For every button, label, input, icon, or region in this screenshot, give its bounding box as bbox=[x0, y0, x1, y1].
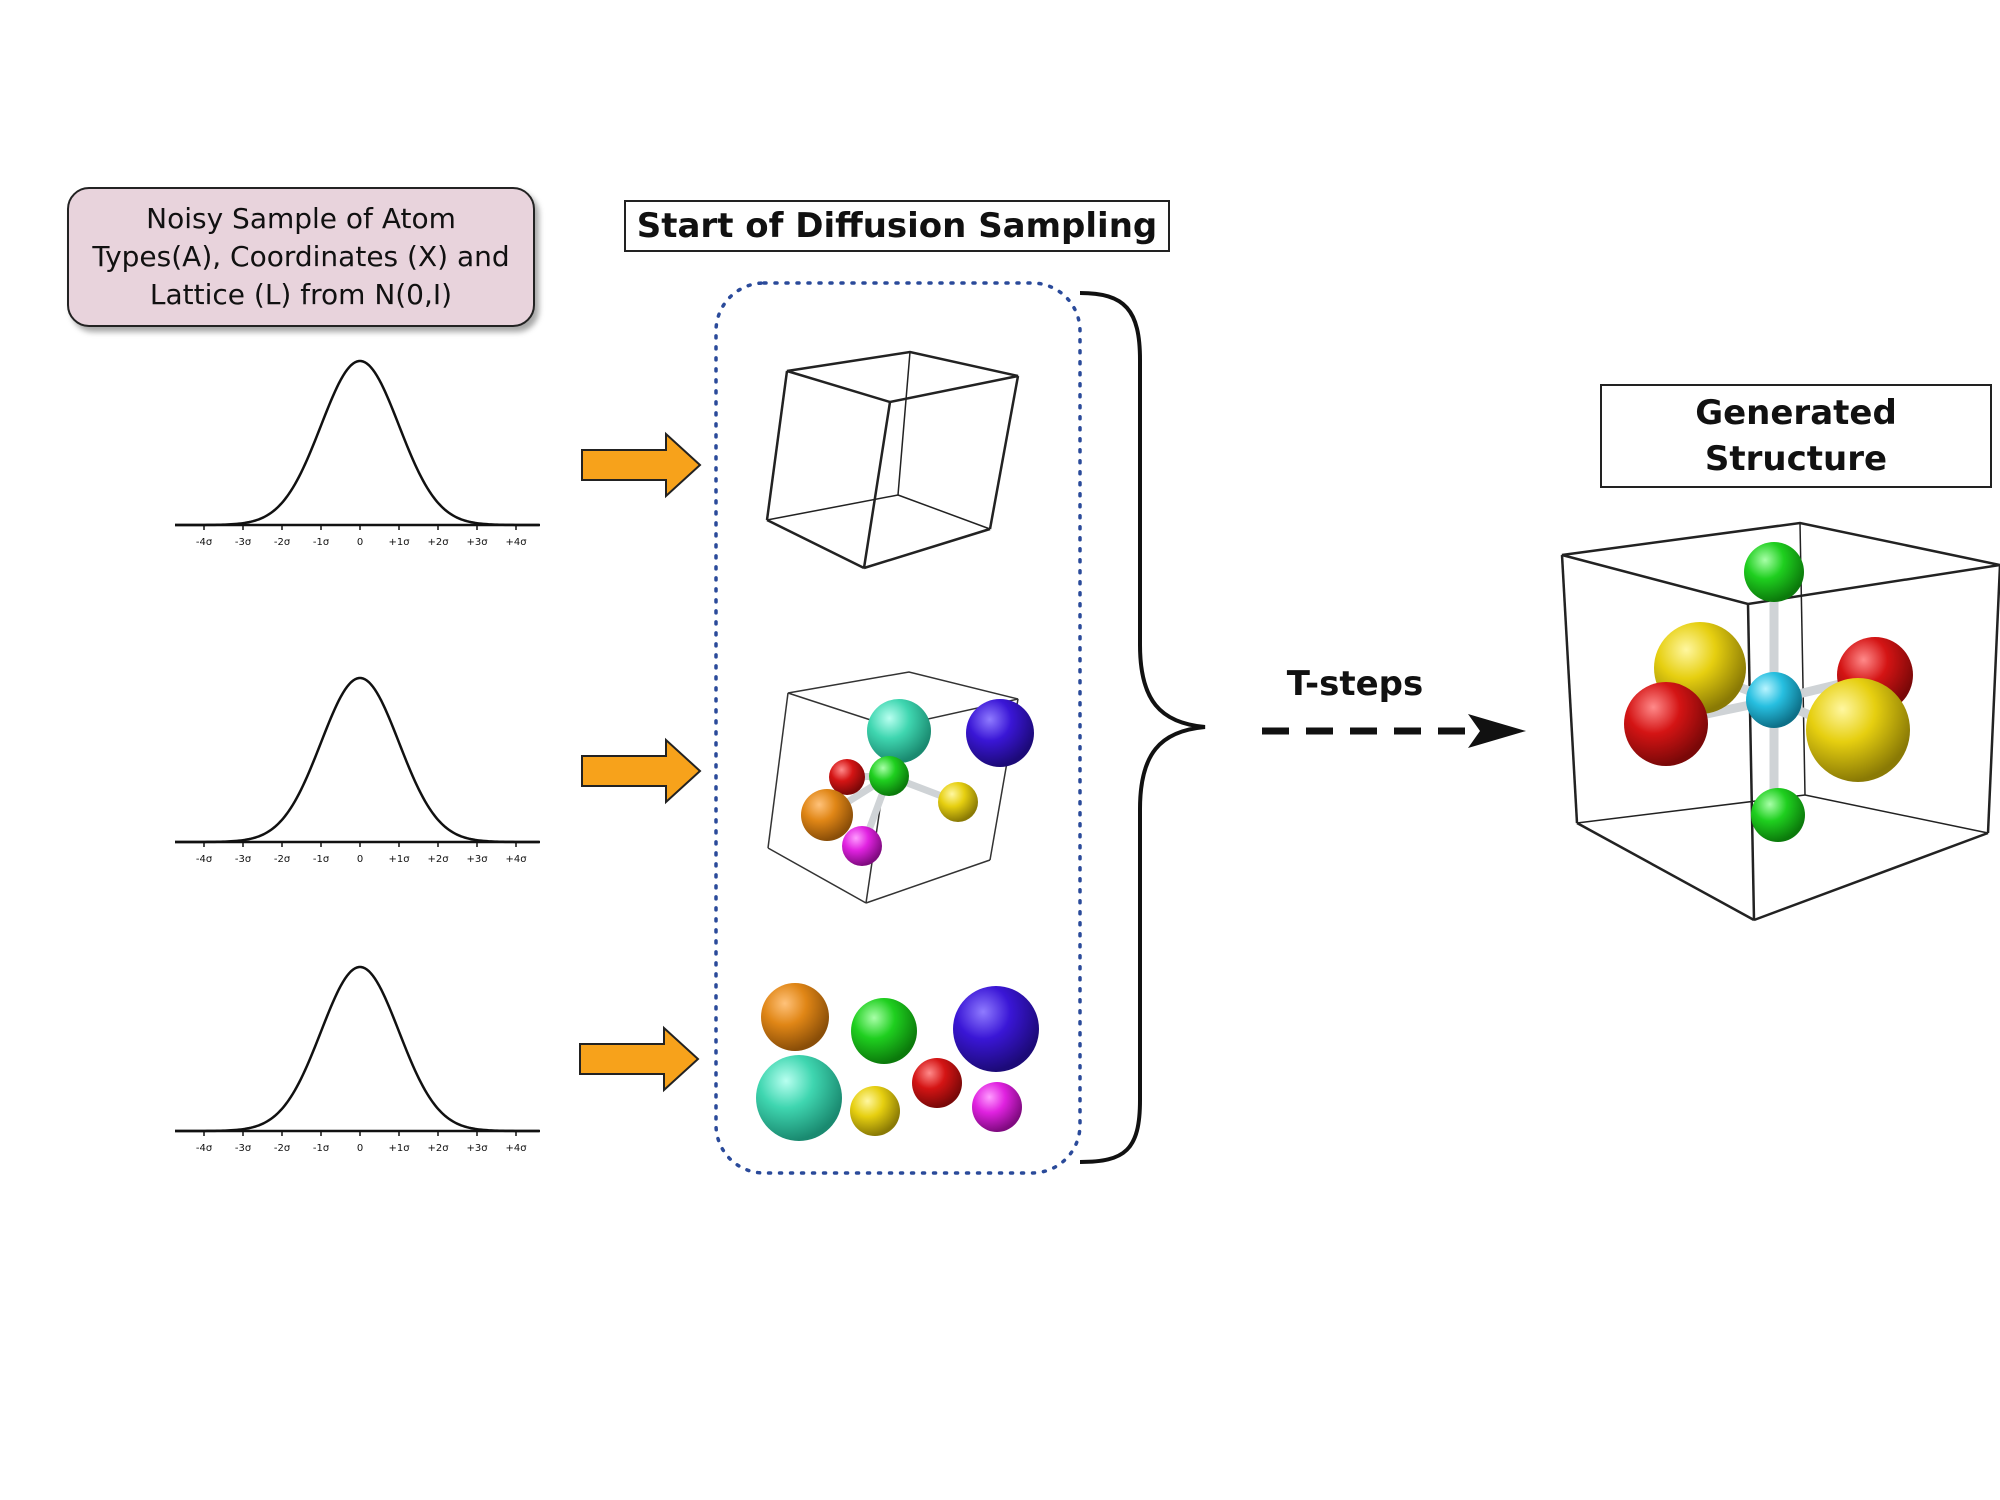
axis-tick-label: +3σ bbox=[466, 854, 488, 865]
axis-tick-label: -1σ bbox=[313, 854, 330, 865]
t-steps-label: T-steps bbox=[1286, 664, 1424, 704]
axis-tick-label: +2σ bbox=[427, 537, 449, 548]
generated-structure-label: Generated Structure bbox=[1600, 384, 1992, 488]
axis-tick-label: -4σ bbox=[196, 1143, 213, 1154]
axis-tick-label: -3σ bbox=[235, 1143, 252, 1154]
gaussian-curves: -4σ -3σ -2σ -1σ 0 +1σ +2σ +3σ +4σ -4σ -3σ -2σ -1σ 0 +1… bbox=[175, 359, 540, 1154]
axis-tick-label: -1σ bbox=[313, 1143, 330, 1154]
input-arrow-2 bbox=[581, 737, 702, 805]
axis-tick-label: -2σ bbox=[274, 854, 291, 865]
axis-tick-label: 0 bbox=[357, 854, 363, 865]
generated-label-line-2: Structure bbox=[1704, 439, 1888, 479]
lattice-cube bbox=[765, 350, 1020, 570]
sampling-container bbox=[714, 281, 1082, 1175]
axis-tick-label: -3σ bbox=[235, 537, 252, 548]
axis-tick-label: -2σ bbox=[274, 537, 291, 548]
axis-tick-label: 0 bbox=[357, 537, 363, 548]
input-arrow-3 bbox=[579, 1025, 700, 1093]
start-sampling-label: Start of Diffusion Sampling bbox=[624, 200, 1170, 252]
normal-curve bbox=[175, 965, 540, 1133]
axis-tick-label: +1σ bbox=[388, 854, 410, 865]
axis-tick-label: +3σ bbox=[466, 1143, 488, 1154]
axis-tick-label: -2σ bbox=[274, 1143, 291, 1154]
axis-tick-label: +4σ bbox=[505, 1143, 527, 1154]
generated-label-line-1: Generated bbox=[1695, 393, 1897, 433]
axis-tick-label: -3σ bbox=[235, 854, 252, 865]
gaussian-curve-3: -4σ -3σ -2σ -1σ 0 +1σ +2σ +3σ +4σ bbox=[175, 965, 540, 1154]
curly-brace bbox=[1079, 291, 1206, 1164]
axis-tick-label: 0 bbox=[357, 1143, 363, 1154]
axis-tick-label: +1σ bbox=[388, 537, 410, 548]
noisy-sample-label: Noisy Sample of Atom Types(A), Coordinat… bbox=[67, 187, 535, 327]
atom-types bbox=[756, 983, 1039, 1141]
t-steps-arrow bbox=[1262, 714, 1526, 748]
axis-tick-label: +1σ bbox=[388, 1143, 410, 1154]
axis-tick-label: -1σ bbox=[313, 537, 330, 548]
axis-tick-label: +2σ bbox=[427, 1143, 449, 1154]
axis-tick-label: -4σ bbox=[196, 854, 213, 865]
axis-tick-label: +4σ bbox=[505, 537, 527, 548]
normal-curve bbox=[175, 676, 540, 844]
axis-tick-label: +4σ bbox=[505, 854, 527, 865]
generated-structure bbox=[1560, 521, 2000, 922]
axis-tick-label: +2σ bbox=[427, 854, 449, 865]
gaussian-curve-1: -4σ -3σ -2σ -1σ 0 +1σ +2σ +3σ +4σ bbox=[175, 359, 540, 548]
normal-curve bbox=[175, 359, 540, 527]
noisy-structure bbox=[767, 671, 1034, 904]
input-arrow-1 bbox=[581, 431, 702, 499]
gaussian-curve-2: -4σ -3σ -2σ -1σ 0 +1σ +2σ +3σ +4σ bbox=[175, 676, 540, 865]
axis-tick-label: -4σ bbox=[196, 537, 213, 548]
axis-tick-label: +3σ bbox=[466, 537, 488, 548]
